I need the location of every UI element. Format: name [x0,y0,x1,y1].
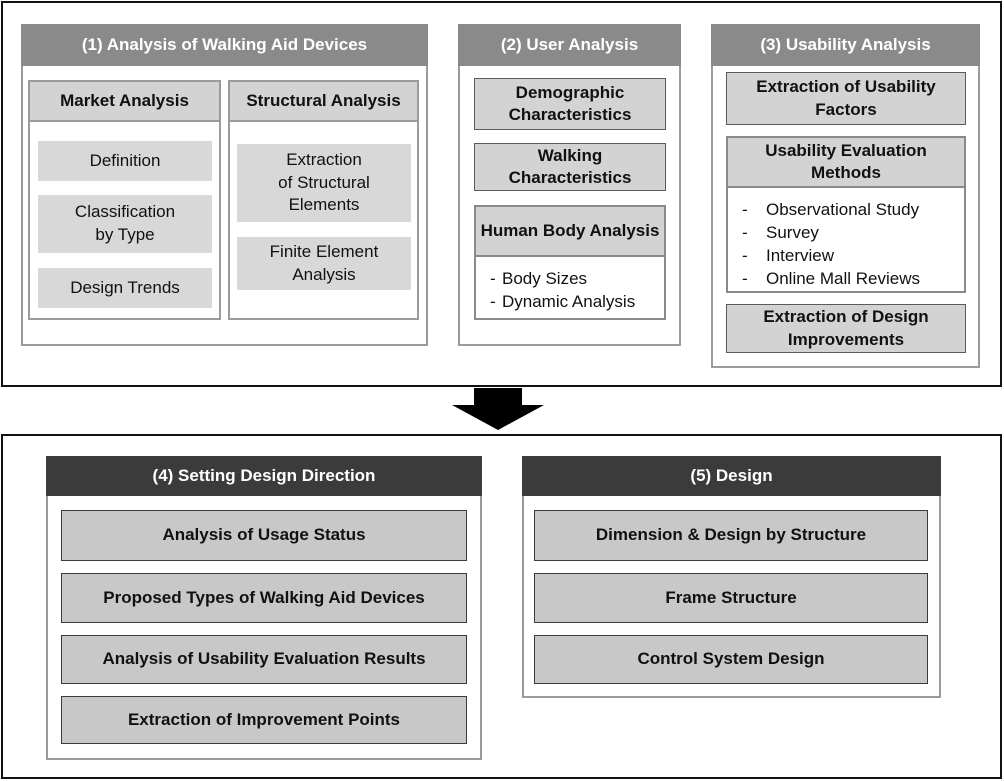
list-marker: - [490,269,496,288]
section5-item: Frame Structure [534,573,928,623]
demographic-box: Demographic Characteristics [474,78,666,130]
list-item: -Observational Study [742,198,962,221]
list-item: -Dynamic Analysis [490,290,662,313]
list-item-label: Online Mall Reviews [766,269,920,288]
section1-title: (1) Analysis of Walking Aid Devices [21,24,428,66]
list-marker: - [742,246,748,265]
section5-item: Dimension & Design by Structure [534,510,928,561]
market-item-classification: Classification by Type [38,195,212,253]
section4-item: Analysis of Usability Evaluation Results [61,635,467,684]
market-item-design-trends: Design Trends [38,268,212,308]
list-item-label: Survey [766,223,819,242]
section4-item: Proposed Types of Walking Aid Devices [61,573,467,623]
list-item-label: Body Sizes [502,269,588,288]
list-marker: - [742,200,748,219]
section4-title: (4) Setting Design Direction [46,456,482,496]
section3-title: (3) Usability Analysis [711,24,980,66]
list-item-label: Interview [766,246,835,265]
design-improvements-box: Extraction of Design Improvements [726,304,966,353]
list-item-label: Observational Study [766,200,920,219]
list-item: -Survey [742,221,962,244]
structural-item-extraction: Extraction of Structural Elements [237,144,411,222]
list-marker: - [742,223,748,242]
human-body-list: -Body Sizes -Dynamic Analysis [490,267,662,313]
section4-item: Analysis of Usage Status [61,510,467,561]
section5-title: (5) Design [522,456,941,496]
usability-factors-box: Extraction of Usability Factors [726,72,966,125]
list-item: -Body Sizes [490,267,662,290]
walking-box: Walking Characteristics [474,143,666,191]
human-body-title: Human Body Analysis [474,205,666,257]
usability-methods-title: Usability Evaluation Methods [726,136,966,188]
market-item-definition: Definition [38,141,212,181]
structural-item-fea: Finite Element Analysis [237,237,411,290]
section2-title: (2) User Analysis [458,24,681,66]
usability-methods-list: -Observational Study -Survey -Interview … [742,198,962,290]
list-item-label: Dynamic Analysis [502,292,636,311]
list-item: -Interview [742,244,962,267]
down-arrow-icon [452,388,544,430]
list-marker: - [742,269,748,288]
section5-item: Control System Design [534,635,928,684]
list-item: -Online Mall Reviews [742,267,962,290]
list-marker: - [490,292,496,311]
section4-item: Extraction of Improvement Points [61,696,467,744]
market-analysis-title: Market Analysis [28,80,221,122]
structural-analysis-title: Structural Analysis [228,80,419,122]
